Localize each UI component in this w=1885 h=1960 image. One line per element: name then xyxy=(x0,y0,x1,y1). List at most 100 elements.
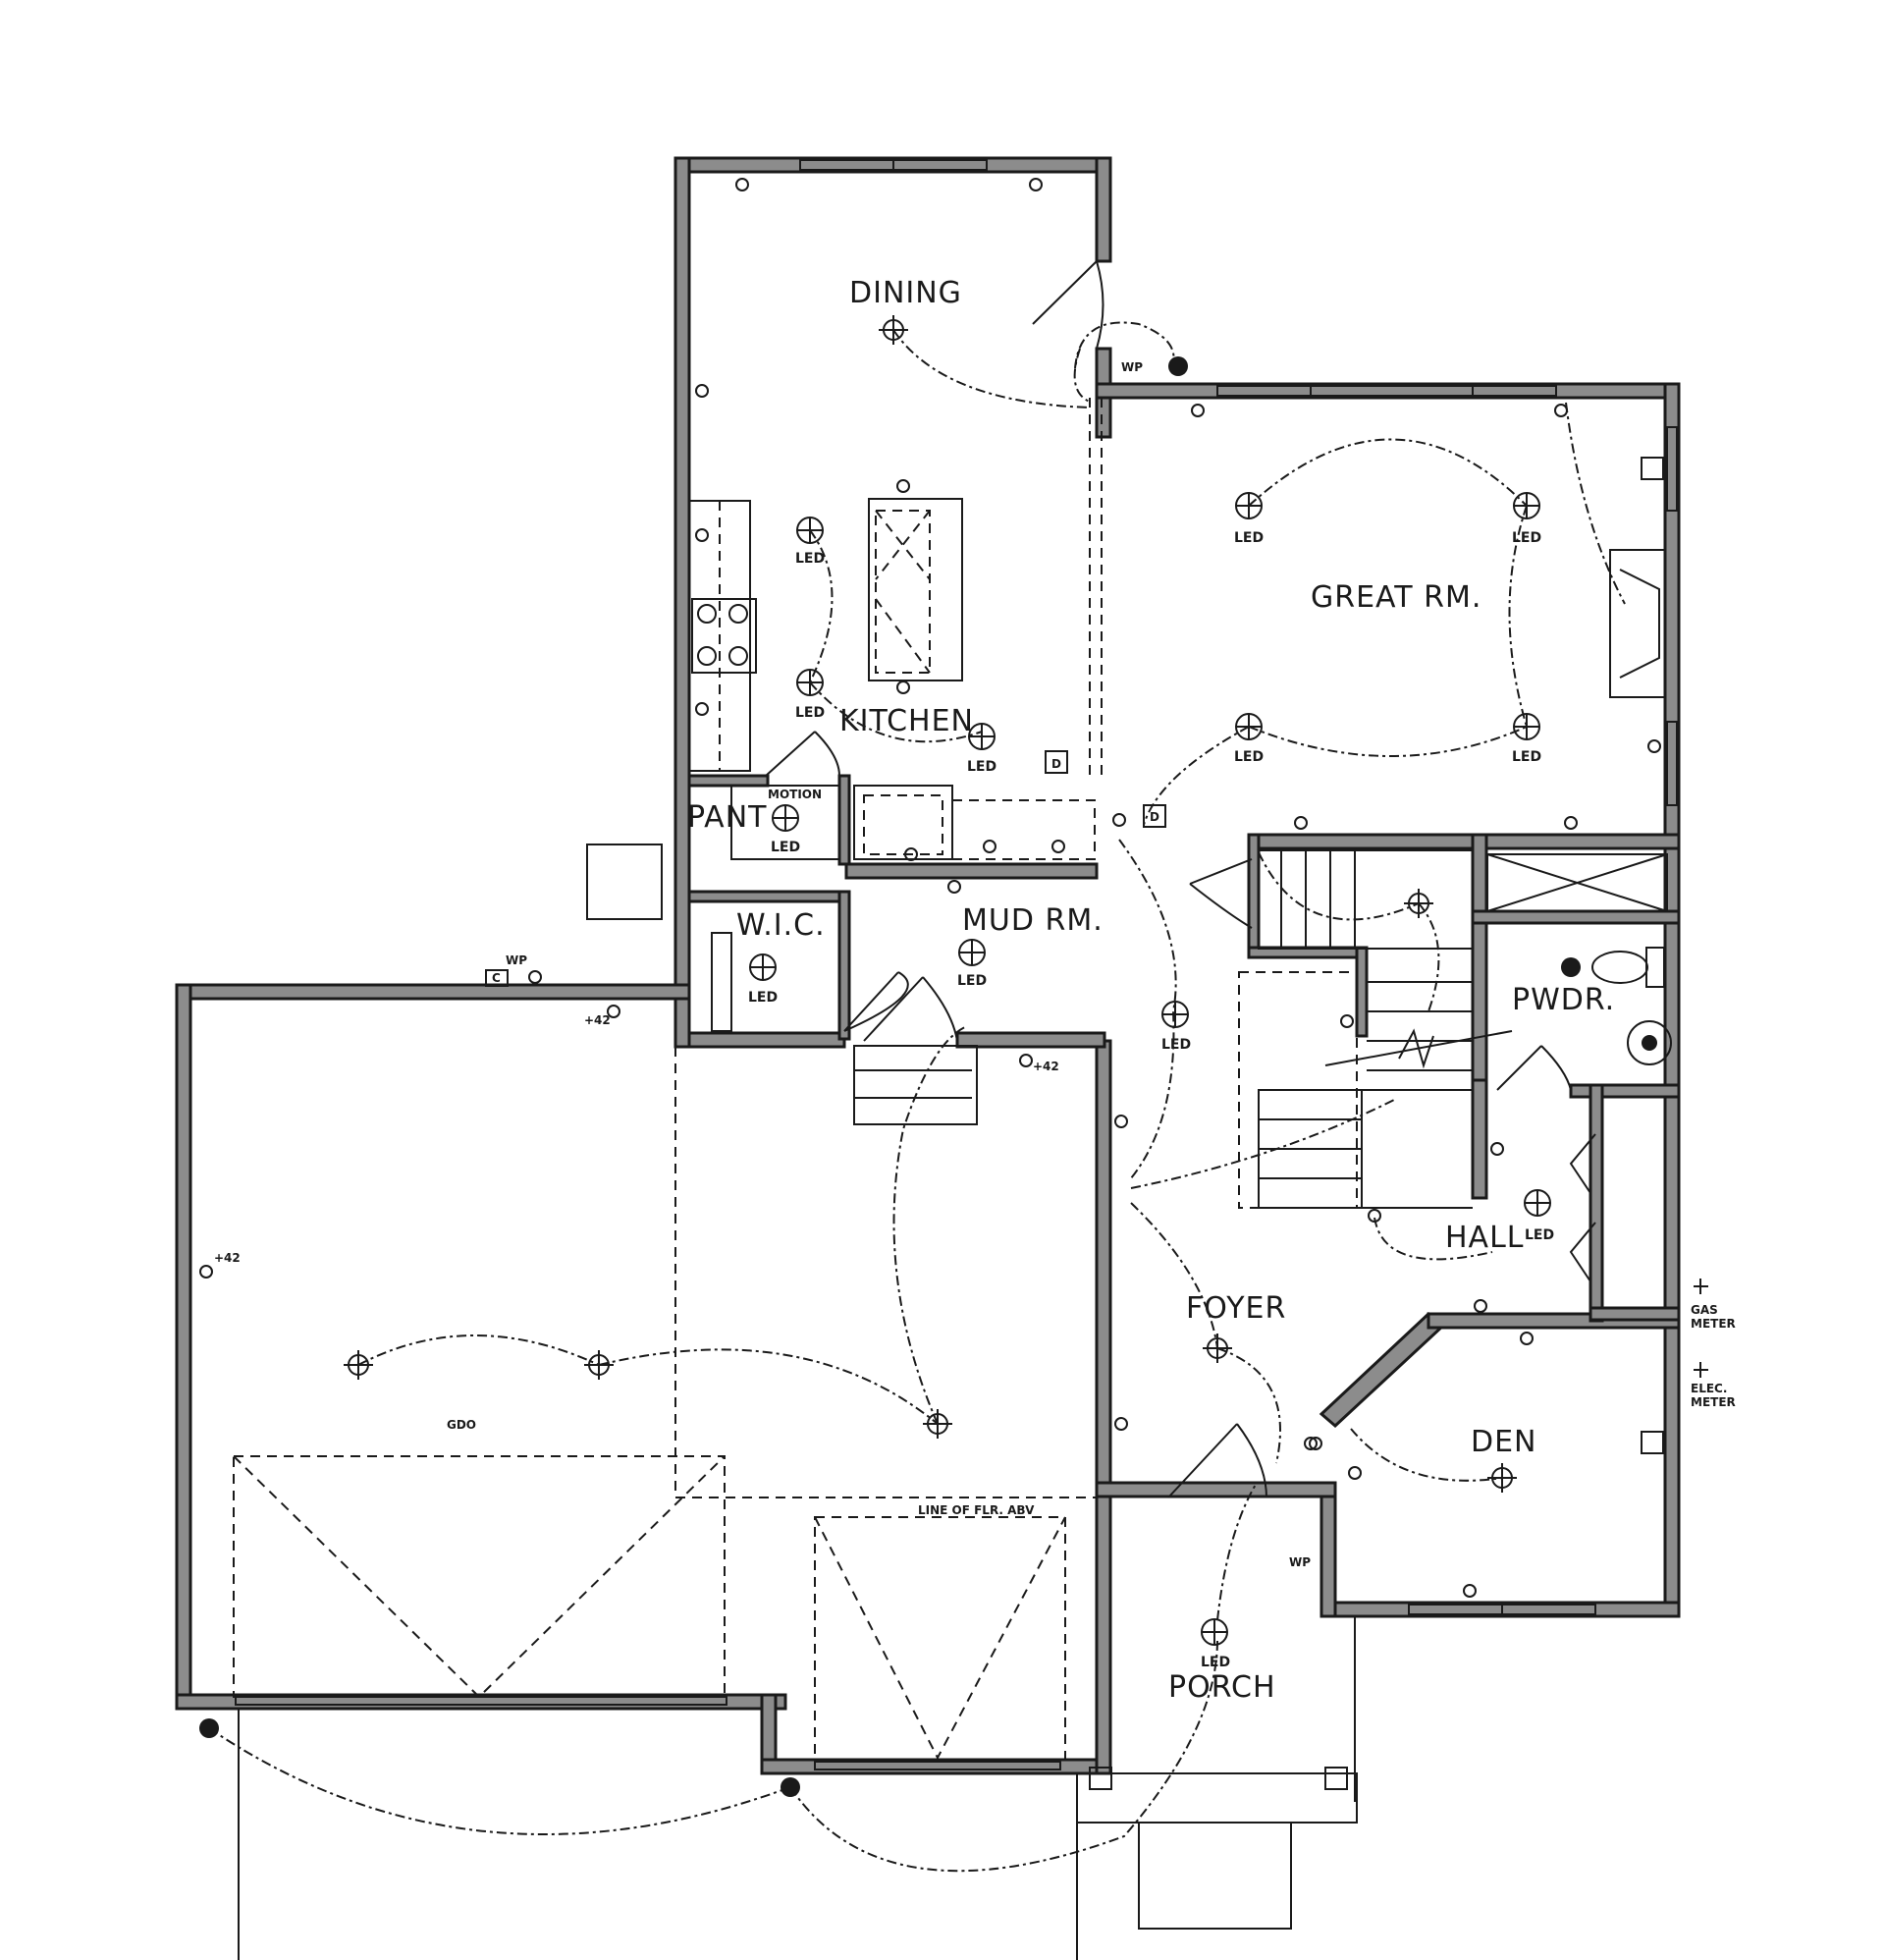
label-led: LED xyxy=(748,990,778,1006)
ceiling-light xyxy=(584,1350,614,1380)
stairs xyxy=(853,849,1513,1209)
door-mudrm xyxy=(863,976,958,1042)
wall-pwdr-mid xyxy=(1471,909,1681,925)
label-plus42: +42 xyxy=(214,1251,241,1265)
door-closet-1 xyxy=(1569,1133,1596,1194)
note-gas-meter: GAS xyxy=(1691,1303,1718,1317)
label-mud-rm: MUD RM. xyxy=(962,903,1104,938)
door-wic xyxy=(843,971,909,1032)
led-fixture xyxy=(1513,713,1540,740)
exterior-light xyxy=(1168,356,1188,376)
exhaust-fan xyxy=(1561,957,1581,977)
wall-garage-west xyxy=(175,983,192,1711)
kitchen-fixtures xyxy=(586,398,1103,1032)
wiring xyxy=(208,321,1626,1873)
label-pwdr: PWDR. xyxy=(1512,983,1615,1017)
porch-column-2 xyxy=(1324,1767,1348,1790)
ceiling-light xyxy=(923,1409,952,1439)
wall-den-west xyxy=(1320,1481,1337,1618)
label-wp: WP xyxy=(506,953,527,967)
porch-column-1 xyxy=(1089,1767,1112,1790)
label-porch: PORCH xyxy=(1168,1670,1276,1705)
ceiling-light xyxy=(879,315,908,345)
toilet xyxy=(1591,951,1648,984)
mudrm-lockers xyxy=(951,799,1096,860)
note-elec-meter: ELEC. xyxy=(1691,1382,1727,1395)
door-stair xyxy=(1189,858,1253,929)
led-fixture xyxy=(1235,492,1263,519)
exterior-walls xyxy=(175,156,1681,1775)
wall-kitchen-west xyxy=(673,156,691,1049)
pedestal-sink xyxy=(1627,1020,1672,1065)
garage-door-track-2 xyxy=(814,1516,1066,1762)
window-greatrm-east-2 xyxy=(1666,721,1678,806)
room-labels: DINING GREAT RM. KITCHEN PANT W.I.C. MUD… xyxy=(687,276,1615,1705)
outlets xyxy=(199,178,1708,1598)
window-greatrm-east-1 xyxy=(1666,426,1678,512)
wall-foyer-south xyxy=(1095,1481,1337,1498)
led-fixture xyxy=(796,517,824,544)
wall-pwdr-south xyxy=(1569,1083,1681,1099)
door-closet-2 xyxy=(1569,1222,1596,1282)
label-led: LED xyxy=(795,551,825,567)
label-led: LED xyxy=(1201,1655,1230,1670)
garage-step xyxy=(853,1045,978,1125)
led-fixture xyxy=(772,804,799,832)
wall-pwdr-west xyxy=(1471,833,1488,1092)
ceiling-light xyxy=(1487,1463,1517,1493)
label-hall: HALL xyxy=(1445,1221,1525,1255)
label-wp: WP xyxy=(1121,360,1143,374)
porch-steps xyxy=(1076,1772,1358,1824)
label-motion: MOTION xyxy=(768,788,822,801)
label-led: LED xyxy=(1525,1227,1554,1243)
wall-wic-north xyxy=(687,890,848,903)
wall-east xyxy=(1663,382,1681,1618)
label-gdo: GDO xyxy=(447,1418,476,1432)
ceiling-light xyxy=(344,1350,373,1380)
label-led: LED xyxy=(1161,1037,1191,1053)
label-led: LED xyxy=(957,973,987,989)
stair-upper xyxy=(1258,849,1474,950)
label-led: LED xyxy=(1234,749,1264,765)
exterior-light xyxy=(199,1718,219,1738)
label-foyer: FOYER xyxy=(1186,1291,1286,1326)
wall-hall-closet xyxy=(1589,1083,1604,1323)
wall-stair-west xyxy=(1247,833,1261,959)
led-fixture xyxy=(796,669,824,696)
label-wic: W.I.C. xyxy=(736,908,826,943)
wall-pantry-east xyxy=(837,774,851,866)
wall-garage-north xyxy=(175,983,691,1001)
doors xyxy=(765,260,1596,1498)
label-led: LED xyxy=(795,705,825,721)
wall-stair-east xyxy=(1355,946,1369,1038)
garage-overlays xyxy=(233,1047,1358,1960)
led-fixture xyxy=(1524,1189,1551,1217)
label-led: LED xyxy=(967,759,996,775)
mudrm-bench xyxy=(853,785,953,860)
note-gas-meter: METER xyxy=(1691,1317,1736,1331)
wic-shelf xyxy=(711,932,732,1032)
wall-den-angle xyxy=(1319,1312,1446,1429)
interior-walls xyxy=(687,774,1681,1323)
exterior-light xyxy=(781,1777,800,1797)
label-led: LED xyxy=(1234,530,1264,546)
wall-hall-stair-bottom xyxy=(1471,1078,1488,1200)
pantry-shelf xyxy=(730,785,840,860)
led-fixture xyxy=(1235,713,1263,740)
label-kitchen: KITCHEN xyxy=(839,704,974,738)
windows xyxy=(235,159,1678,1770)
stair-closet xyxy=(1238,971,1358,1209)
door-foyer xyxy=(1167,1423,1267,1498)
label-led: LED xyxy=(1512,749,1541,765)
wall-garage-east xyxy=(1095,1039,1112,1775)
led-fixture xyxy=(1513,492,1540,519)
powder-fixtures xyxy=(1089,549,1672,1790)
ac-pad xyxy=(586,844,663,920)
label-d: D xyxy=(1150,810,1159,824)
label-c: C xyxy=(492,971,501,985)
wall-mudrm-south xyxy=(687,1031,846,1049)
notes: LINE OF FLR. ABV GAS METER ELEC. METER xyxy=(918,1303,1736,1517)
line-of-floor-above xyxy=(674,1047,1097,1498)
wall-mudrm-south-right xyxy=(955,1031,1106,1049)
ceiling-light xyxy=(1203,1334,1232,1363)
